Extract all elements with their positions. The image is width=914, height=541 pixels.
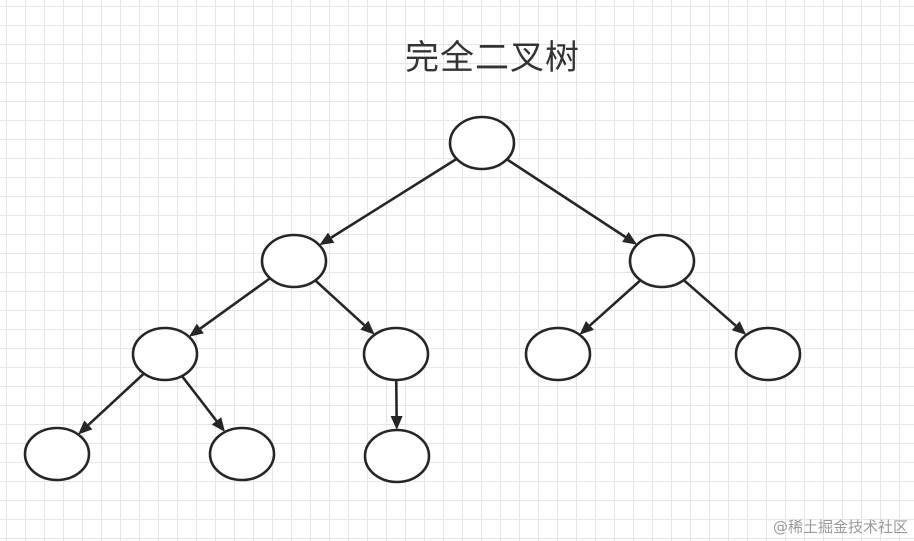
arrowhead-icon (579, 320, 594, 335)
tree-node-rl (524, 326, 592, 382)
tree-edge-r-rr (682, 279, 747, 335)
tree-node-rr (734, 326, 802, 382)
arrowhead-icon (188, 323, 204, 337)
tree-edge-l-lr (314, 279, 375, 335)
tree-node-ll (131, 326, 199, 382)
tree-edge-root-l (319, 157, 458, 246)
tree-node-r (628, 233, 696, 289)
watermark: @稀土掘金技术社区 (772, 518, 908, 536)
edge-line (199, 277, 271, 330)
tree-node-lll (23, 426, 91, 482)
diagram-title: 完全二叉树 (405, 38, 580, 78)
tree-node-lr (362, 326, 430, 382)
arrowhead-icon (622, 231, 638, 245)
tree-edge-ll-lll (78, 372, 145, 435)
edge-line (87, 372, 145, 426)
edge-line (330, 157, 458, 239)
edge-line (314, 279, 366, 327)
edge-line (682, 279, 737, 327)
tree-edge-lr-lrl (390, 379, 403, 431)
tree-edge-r-rl (579, 279, 642, 335)
arrowhead-icon (390, 415, 403, 431)
edge-line (506, 158, 627, 239)
tree-edge-l-ll (188, 277, 271, 337)
tree-edge-ll-llr (180, 375, 226, 432)
tree-node-root (448, 115, 516, 171)
arrowhead-icon (731, 321, 747, 335)
tree-node-l (260, 233, 328, 289)
tree-node-llr (208, 426, 276, 482)
arrowhead-icon (78, 420, 93, 435)
edge-line (180, 375, 218, 422)
arrowhead-icon (319, 232, 335, 246)
arrowhead-icon (211, 417, 226, 432)
tree-edge-root-r (506, 158, 638, 245)
tree-node-lrl (363, 428, 431, 484)
arrowhead-icon (360, 320, 375, 335)
edge-line (589, 279, 642, 327)
